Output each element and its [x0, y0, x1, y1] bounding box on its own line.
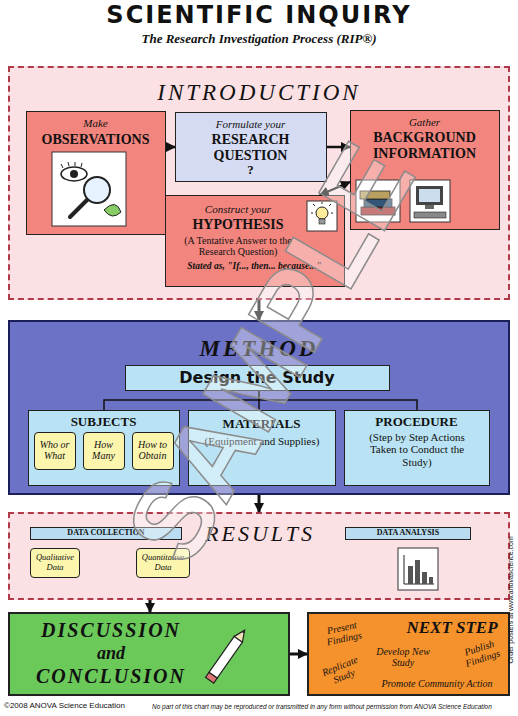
detail-box: How Many [83, 432, 125, 470]
box-heading: Design the Study [126, 369, 388, 387]
box-text: Develop New Study [375, 646, 431, 668]
box-text: BACKGROUND INFORMATION [351, 130, 498, 161]
box-text: and [16, 643, 206, 663]
stage-band: NEXT STEP Present FindingsDevelop New Stu… [307, 612, 510, 696]
box-text: (Equipment and Supplies) [203, 435, 321, 447]
box-text: ? [176, 163, 325, 178]
stage-band: DISCUSSIONandCONCLUSION [8, 612, 290, 696]
box-heading: Quantitative Data [137, 553, 189, 572]
box-heading: DATA ANALYSIS [346, 529, 470, 538]
box-heading: How to Obtain [133, 439, 173, 461]
box-heading: METHOD [10, 336, 508, 362]
order-note: Order posters at www.anovascience.com [507, 520, 515, 680]
box-heading: NEXT STEP [397, 618, 507, 637]
flow-arrow [149, 600, 152, 612]
box-text: Present Findings [311, 616, 374, 650]
flow-arrow [258, 495, 261, 512]
sample-watermark: SAMPLE [97, 109, 442, 597]
box-heading: Make [27, 117, 164, 129]
process-box: Design the Study [125, 365, 390, 391]
box-heading: Formulate your [176, 118, 325, 130]
stage-band: METHOD Design the StudySUBJECTS Who or Wha… [8, 320, 510, 495]
step-box: Formulate yourRESEARCH QUESTION? [175, 112, 327, 182]
copyright-note: No part of this chart may be reproduced … [152, 703, 492, 710]
box-heading: How Many [84, 439, 124, 461]
detail-box: Quantitative Data [136, 548, 190, 578]
section-tag: DATA COLLECTION [30, 527, 182, 540]
box-text: Promote Community Action [367, 678, 507, 689]
subtitle-text: The Research Investigation Process (RIP®… [0, 32, 518, 46]
box-heading: Qualitative Data [31, 553, 79, 572]
process-box: SUBJECTS Who or What How Many How to Obtain [28, 410, 180, 486]
box-text: (Step by Step Actions Taken to Conduct t… [357, 431, 477, 468]
box-text: CONCLUSION [16, 665, 206, 687]
step-box: Construct yourHYPOTHESIS (A Tentative Ans… [165, 195, 345, 287]
box-heading: RESULTS [170, 522, 350, 547]
box-heading: SUBJECTS [29, 415, 178, 430]
box-text: RESEARCH QUESTION [176, 132, 325, 163]
box-text: Stated as, "If..., then... because..." [167, 261, 342, 272]
box-heading: DISCUSSION [16, 619, 206, 641]
flow-arrow [290, 653, 307, 656]
box-heading: MATERIALS [189, 417, 334, 432]
box-text: OBSERVATIONS [27, 132, 164, 148]
stage-band: RESULTSDATA COLLECTION Qualitative Data Qu… [8, 512, 510, 600]
stage-band: INTRODUCTIONMakeOBSERVATIONSFormulate yo… [8, 66, 510, 300]
box-text: Publish Findings [453, 635, 509, 672]
section-tag: DATA ANALYSIS [345, 527, 471, 540]
process-box: PROCEDURE(Step by Step Actions Taken to … [344, 410, 490, 486]
box-text: Replicate Study [313, 651, 371, 692]
detail-box: Who or What [34, 432, 76, 470]
step-box: GatherBACKGROUND INFORMATION [350, 110, 500, 230]
process-box: MATERIALS (Equipment and Supplies) [188, 410, 336, 486]
detail-box: How to Obtain [132, 432, 174, 470]
copyright-note: ©2008 ANOVA Science Education [4, 702, 125, 711]
diagram-title: SCIENTIFIC INQUIRY [0, 2, 518, 28]
box-heading: PROCEDURE [345, 415, 488, 430]
box-text: HYPOTHESIS [170, 217, 306, 233]
box-heading: INTRODUCTION [10, 80, 508, 106]
box-heading: Gather [351, 116, 498, 128]
box-heading: Construct your [170, 203, 306, 215]
flow-arrow [258, 300, 261, 320]
box-text: (A Tentative Answer to the Research Ques… [170, 235, 306, 257]
box-heading: DATA COLLECTION [31, 529, 181, 538]
detail-box: Qualitative Data [30, 548, 80, 578]
step-box: MakeOBSERVATIONS [26, 111, 166, 235]
box-heading: Who or What [35, 439, 75, 461]
